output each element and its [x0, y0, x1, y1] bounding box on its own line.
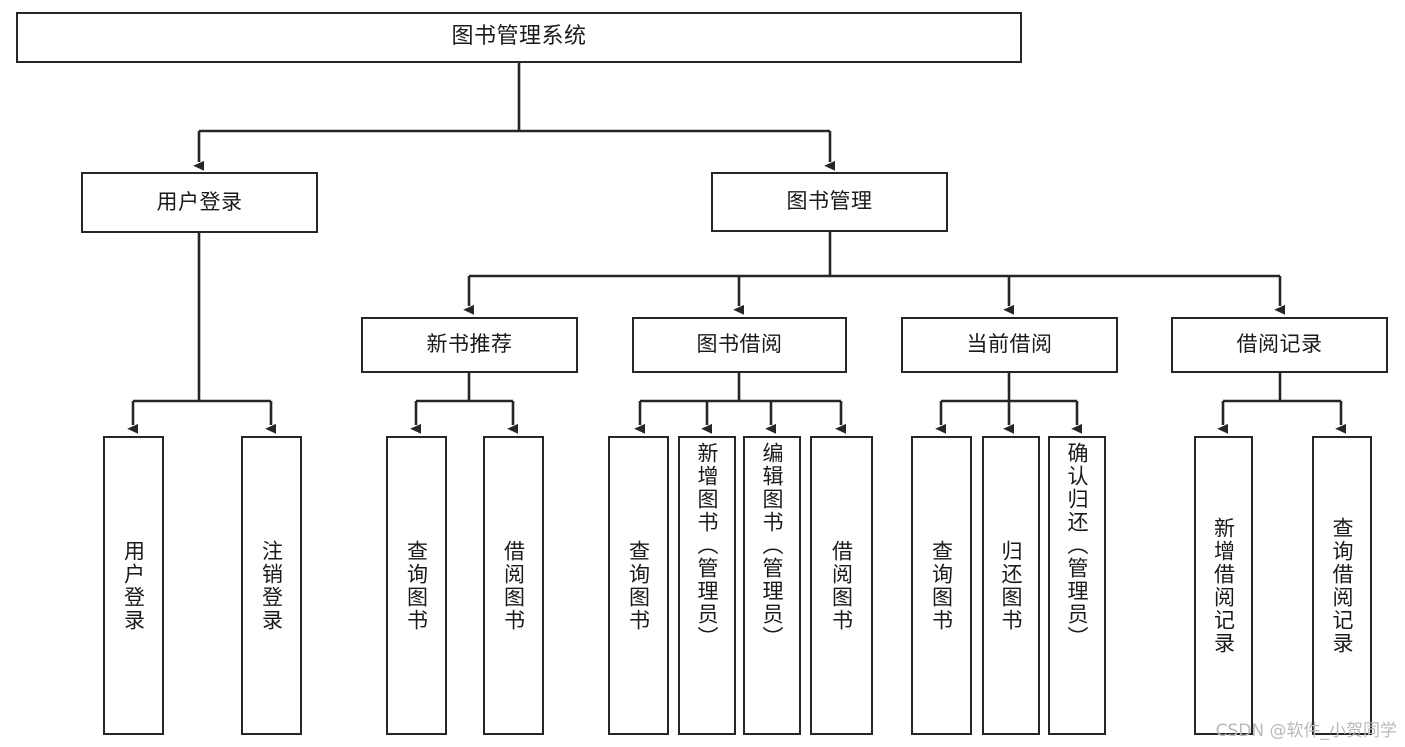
node-label: 图书管理系统: [451, 24, 587, 50]
node-label: 归还图书: [999, 539, 1024, 632]
node-label: 借阅记录: [1236, 332, 1323, 357]
node-label: 图书管理: [786, 189, 873, 214]
leaf-borrow-record-query[interactable]: 查询借阅记录: [1312, 436, 1372, 735]
csdn-watermark: CSDN @软件_小贺同学: [1215, 721, 1397, 741]
node-label: 用户登录: [156, 189, 243, 214]
node-label: 用户登录: [121, 539, 146, 632]
leaf-current-borrow-confirm-return[interactable]: 确认归还（管理员）: [1048, 436, 1106, 735]
node-label: 查询图书: [929, 539, 954, 632]
leaf-current-borrow-query[interactable]: 查询图书: [911, 436, 972, 735]
node-label: 注销登录: [259, 539, 284, 632]
leaf-current-borrow-return[interactable]: 归还图书: [982, 436, 1040, 735]
leaf-borrow-record-add[interactable]: 新增借阅记录: [1194, 436, 1253, 735]
leaf-book-borrow-query[interactable]: 查询图书: [608, 436, 669, 735]
node-new-book-recommend[interactable]: 新书推荐: [361, 317, 578, 373]
leaf-new-book-borrow[interactable]: 借阅图书: [483, 436, 544, 735]
node-label: 借阅图书: [501, 539, 526, 632]
node-root-system[interactable]: 图书管理系统: [16, 12, 1022, 63]
leaf-new-book-query[interactable]: 查询图书: [386, 436, 447, 735]
node-label: 图书借阅: [696, 332, 783, 357]
node-label: 查询图书: [626, 539, 651, 632]
node-label: 确认归还（管理员）: [1065, 442, 1090, 649]
node-label: 新增图书（管理员）: [695, 442, 720, 649]
node-label: 新增借阅记录: [1211, 516, 1236, 655]
node-borrow-record[interactable]: 借阅记录: [1171, 317, 1388, 373]
node-label: 当前借阅: [966, 332, 1053, 357]
leaf-user-login-logout[interactable]: 注销登录: [241, 436, 302, 735]
node-label: 查询借阅记录: [1330, 516, 1355, 655]
node-label: 新书推荐: [426, 332, 513, 357]
node-book-borrow[interactable]: 图书借阅: [632, 317, 847, 373]
leaf-book-borrow-borrow[interactable]: 借阅图书: [810, 436, 873, 735]
node-label: 查询图书: [404, 539, 429, 632]
node-label: 编辑图书（管理员）: [760, 442, 785, 649]
leaf-book-borrow-add[interactable]: 新增图书（管理员）: [678, 436, 736, 735]
leaf-user-login-login[interactable]: 用户登录: [103, 436, 164, 735]
leaf-book-borrow-edit[interactable]: 编辑图书（管理员）: [743, 436, 801, 735]
node-label: 借阅图书: [829, 539, 854, 632]
node-book-management[interactable]: 图书管理: [711, 172, 948, 232]
node-user-login[interactable]: 用户登录: [81, 172, 318, 233]
node-current-borrow[interactable]: 当前借阅: [901, 317, 1118, 373]
